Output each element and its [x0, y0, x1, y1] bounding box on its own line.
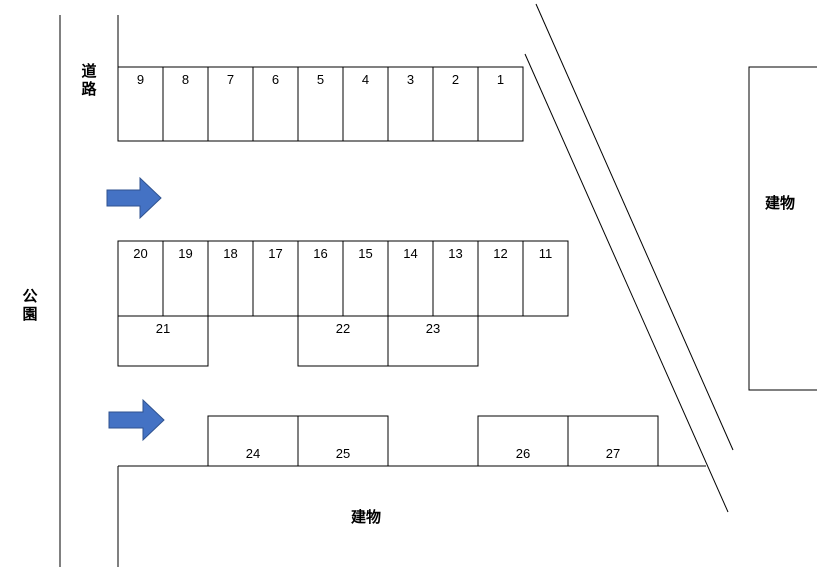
slot-number: 11 [539, 246, 553, 261]
parking-slot[interactable] [297, 415, 389, 467]
park-label-char-2: 園 [22, 305, 37, 323]
parking-slot[interactable] [252, 240, 299, 317]
parking-slot[interactable] [207, 240, 254, 317]
slot-number: 4 [362, 72, 369, 87]
parking-slot[interactable] [432, 240, 479, 317]
slot-number: 16 [313, 246, 327, 261]
diagonal-road-edge-inner [524, 53, 729, 513]
slot-number: 22 [336, 321, 350, 336]
slot-number: 23 [426, 321, 440, 336]
slot-number: 15 [358, 246, 372, 261]
parking-slot[interactable] [567, 415, 659, 467]
parking-slot[interactable] [387, 66, 434, 142]
parking-slot[interactable] [297, 66, 344, 142]
right-arrow-icon [108, 398, 165, 442]
slot-number: 24 [246, 446, 260, 461]
slot-number: 1 [497, 72, 504, 87]
diagonal-road-edge-outer [535, 3, 734, 451]
slot-number: 8 [182, 72, 189, 87]
slot-number: 14 [403, 246, 417, 261]
park-label: 公 園 [22, 287, 37, 323]
parking-slot[interactable] [117, 66, 164, 142]
slot-number: 5 [317, 72, 324, 87]
slot-number: 25 [336, 446, 350, 461]
parking-slot[interactable] [342, 66, 389, 142]
slot-number: 19 [178, 246, 192, 261]
slot-number: 17 [268, 246, 282, 261]
parking-slot[interactable] [252, 66, 299, 142]
parking-slot[interactable] [432, 66, 479, 142]
slot-number: 20 [133, 246, 147, 261]
parking-slot[interactable] [162, 240, 209, 317]
middle-row-slots: 20 19 18 17 16 15 14 13 12 11 [117, 240, 569, 317]
slot-number: 9 [137, 72, 144, 87]
park-label-char-1: 公 [22, 287, 37, 305]
slot-number: 12 [493, 246, 507, 261]
building-right-outline [748, 66, 817, 391]
parking-slot[interactable] [207, 415, 299, 467]
road-label-char-1: 道 [81, 62, 96, 80]
middle-subrow-slots: 21 22 23 [117, 315, 479, 367]
parking-slot[interactable] [117, 240, 164, 317]
parking-slot[interactable] [117, 315, 209, 367]
bottom-row-slots: 24 25 26 27 [207, 415, 659, 467]
parking-slot[interactable] [477, 240, 524, 317]
road-label-char-2: 路 [81, 80, 97, 98]
slot-number: 3 [407, 72, 414, 87]
slot-number: 18 [223, 246, 237, 261]
parking-slot[interactable] [387, 315, 479, 367]
right-arrow-icon [106, 176, 162, 220]
slot-number: 13 [448, 246, 462, 261]
parking-slot[interactable] [477, 66, 524, 142]
building-bottom-label: 建物 [351, 508, 381, 526]
parking-slot[interactable] [297, 240, 344, 317]
slot-number: 7 [227, 72, 234, 87]
slot-number: 27 [606, 446, 620, 461]
slot-number: 21 [156, 321, 170, 336]
top-row-slots: 9 8 7 6 5 4 3 2 1 [117, 66, 524, 142]
road-label: 道 路 [81, 62, 97, 98]
parking-slot[interactable] [522, 240, 569, 317]
slot-number: 2 [452, 72, 459, 87]
parking-slot[interactable] [297, 315, 389, 367]
slot-number: 26 [516, 446, 530, 461]
building-right-label: 建物 [765, 194, 795, 212]
slot-number: 6 [272, 72, 279, 87]
